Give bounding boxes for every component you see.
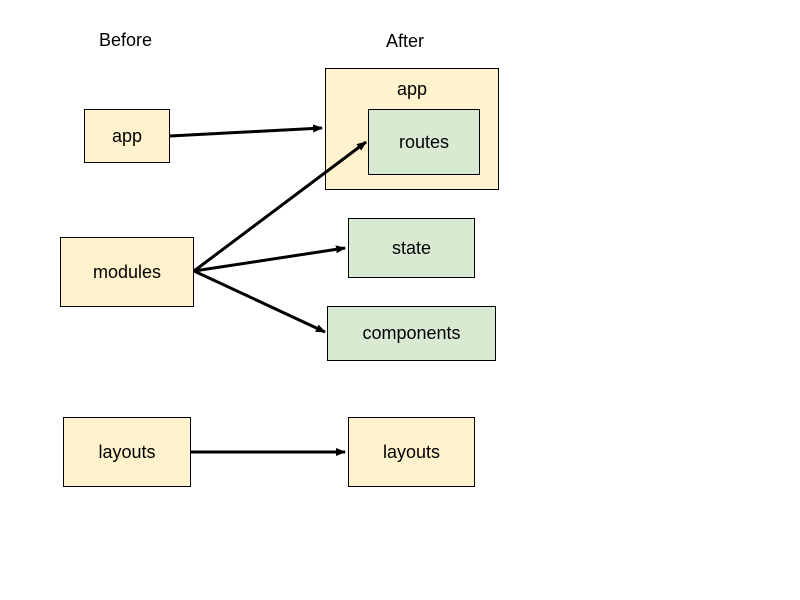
arrow-modules-to-routes (193, 140, 367, 273)
before-app-box: app (84, 109, 170, 163)
arrow-app-to-app (169, 124, 323, 138)
after-components-box: components (327, 306, 496, 361)
arrow-modules-to-components (193, 269, 326, 334)
before-layouts-box: layouts (63, 417, 191, 487)
after-heading: After (386, 31, 425, 51)
before-heading: Before (99, 30, 153, 50)
after-routes-box: routes (368, 109, 480, 175)
before-modules-box: modules (60, 237, 194, 307)
after-state-box: state (348, 218, 475, 278)
arrow-modules-to-state (193, 245, 346, 273)
after-app-label: app (396, 79, 428, 99)
after-layouts-box: layouts (348, 417, 475, 487)
